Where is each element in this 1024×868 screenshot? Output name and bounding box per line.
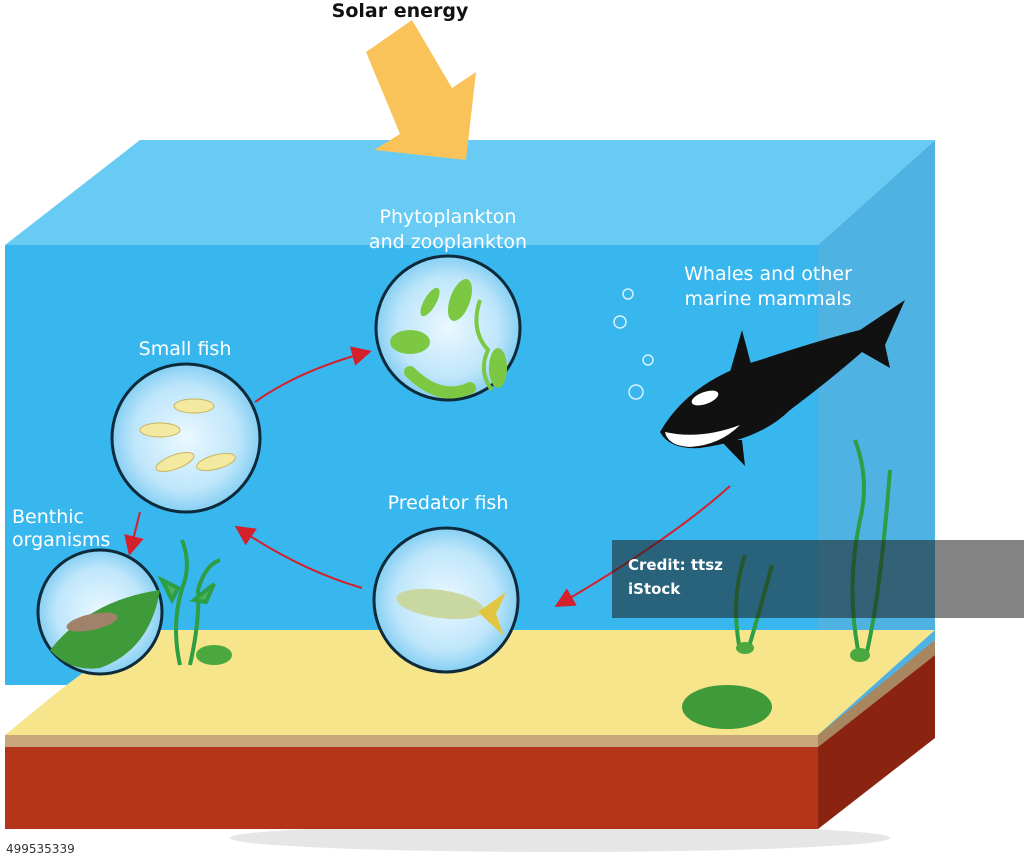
watermark-band [612,540,1024,618]
soil-side [818,655,935,829]
solar-arrow [366,20,476,160]
soil-front [5,747,818,829]
small-fish-bubble [110,362,262,514]
arrow-smallfish-to-plankton [254,346,372,403]
plankton-label-line1: Phytoplankton [379,206,517,228]
rock-large [682,685,772,729]
benthic-label-line2: organisms [12,529,111,551]
predator-fish-label: Predator fish [387,492,509,514]
tank-top-face [5,140,935,245]
predator-fish-bubble [372,526,520,674]
plankton-label-line2: and zooplankton [368,231,528,253]
watermark-brand: iStock [628,580,681,598]
watermark-credit: Credit: ttsz [628,556,723,574]
whales-label-line2: marine mammals [684,288,852,310]
stock-image-id: 499535339 [6,842,75,856]
arrow-predator-to-smallfish [234,525,363,589]
whales-label-line1: Whales and other [684,263,852,285]
air-bubbles [613,288,654,400]
ground-shadow [230,824,890,852]
sand-edge [5,735,818,747]
solar-energy-title: Solar energy [331,0,469,22]
plankton-bubble [374,254,522,402]
orca-whale [660,300,905,466]
small-fish-label: Small fish [138,338,232,360]
rock-pebble-2 [850,648,870,662]
rock-small-left [196,645,232,665]
seaweed-left [157,539,221,666]
sand-side-edge [818,640,935,747]
benthic-label-line1: Benthic [12,506,84,528]
benthic-bubble [36,548,164,676]
rock-pebble [736,642,754,654]
arrow-smallfish-to-benthic [124,511,144,556]
